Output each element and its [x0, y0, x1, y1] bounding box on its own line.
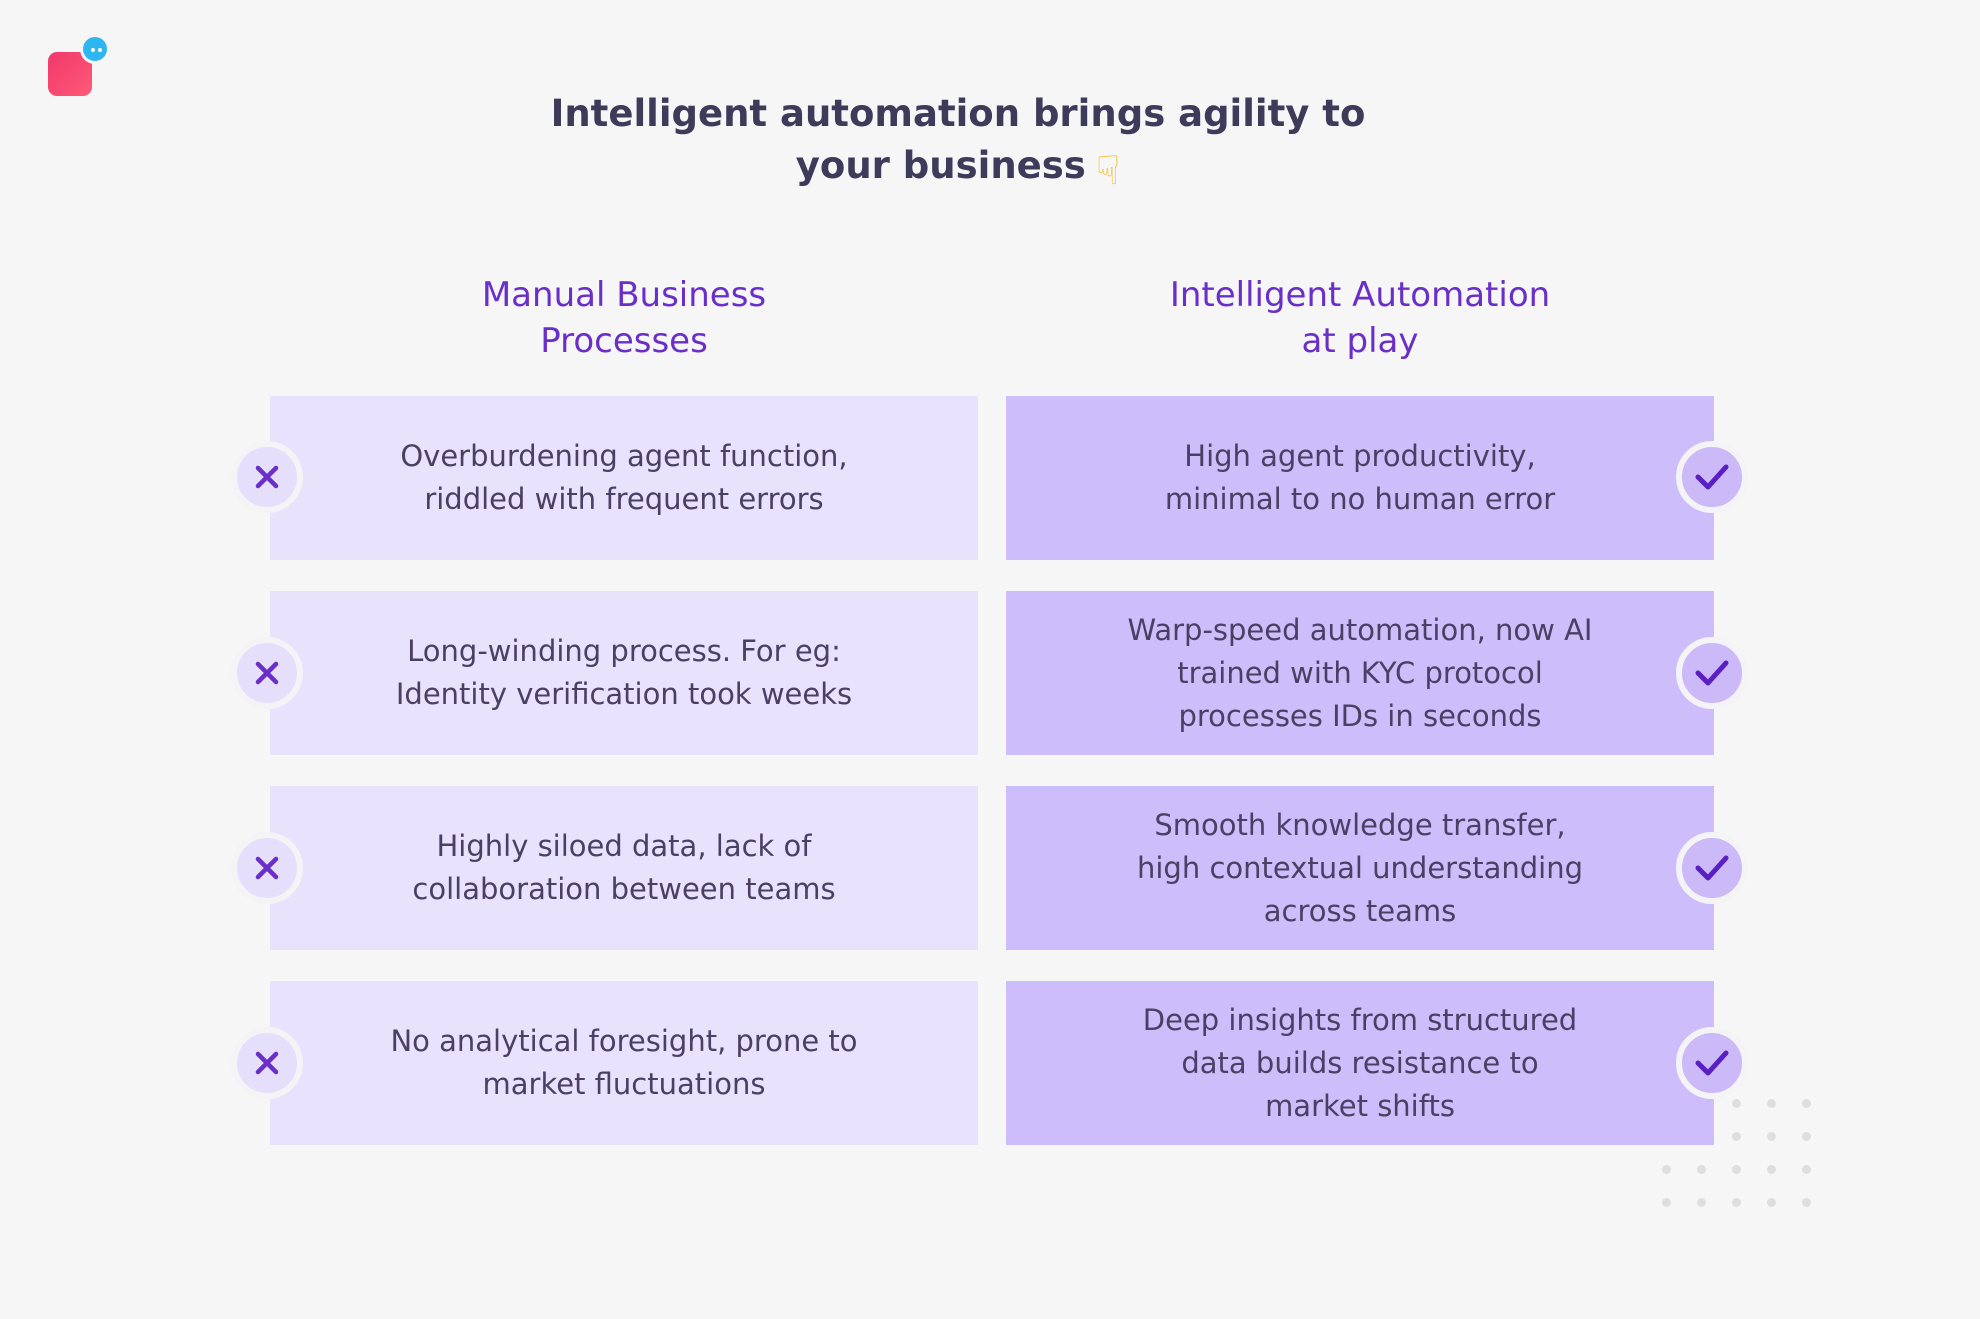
card-line: market fluctuations [482, 1067, 766, 1101]
automation-card-2: Warp-speed automation, now AI trained wi… [1006, 591, 1714, 755]
manual-column-heading: Manual Business Processes [270, 272, 978, 364]
page-title: Intelligent automation brings agility to… [430, 88, 1486, 197]
title-line-2: your business☟ [430, 140, 1486, 197]
card-line: riddled with frequent errors [424, 482, 824, 516]
card-line: collaboration between teams [412, 872, 836, 906]
x-icon [231, 441, 303, 513]
card-line: high contextual understanding [1137, 850, 1583, 885]
card-line: minimal to no human error [1164, 482, 1556, 516]
decorative-dot-grid [1660, 1099, 1820, 1211]
card-text: No analytical foresight, prone to market… [390, 1020, 857, 1106]
manual-heading-line-2: Processes [540, 321, 708, 361]
manual-card-4: No analytical foresight, prone to market… [270, 981, 978, 1145]
card-line: across teams [1263, 893, 1457, 928]
title-line-2-text: your business [795, 144, 1086, 187]
automation-card-1: High agent productivity, minimal to no h… [1006, 396, 1714, 560]
x-icon [231, 1027, 303, 1099]
manual-card-1: Overburdening agent function, riddled wi… [270, 396, 978, 560]
card-line: No analytical foresight, prone to [390, 1024, 858, 1058]
check-icon [1676, 441, 1748, 513]
check-icon [1676, 1027, 1748, 1099]
card-line: Highly siloed data, lack of [436, 829, 812, 863]
card-text: Warp-speed automation, now AI trained wi… [1128, 609, 1593, 738]
card-line: Warp-speed automation, now AI [1127, 612, 1593, 647]
card-text: Deep insights from structured data build… [1143, 999, 1577, 1128]
manual-card-2: Long-winding process. For eg: Identity v… [270, 591, 978, 755]
automation-card-3: Smooth knowledge transfer, high contextu… [1006, 786, 1714, 950]
card-line: market shifts [1265, 1088, 1455, 1123]
card-line: High agent productivity, [1184, 439, 1536, 473]
card-text: High agent productivity, minimal to no h… [1165, 435, 1555, 521]
automation-heading-line-1: Intelligent Automation [1169, 275, 1551, 315]
automation-heading-line-2: at play [1301, 321, 1419, 361]
card-text: Long-winding process. For eg: Identity v… [396, 630, 852, 716]
card-text: Overburdening agent function, riddled wi… [400, 435, 847, 521]
x-icon [231, 637, 303, 709]
card-line: Long-winding process. For eg: [407, 634, 841, 668]
card-line: Identity verification took weeks [395, 677, 853, 711]
check-icon [1676, 832, 1748, 904]
chat-bubble-icon [80, 34, 110, 64]
card-line: Overburdening agent function, [400, 439, 848, 473]
card-text: Highly siloed data, lack of collaboratio… [412, 825, 835, 911]
card-line: Smooth knowledge transfer, [1154, 807, 1566, 842]
automation-column-heading: Intelligent Automation at play [1006, 272, 1714, 364]
title-line-1: Intelligent automation brings agility to [550, 92, 1366, 135]
card-line: processes IDs in seconds [1178, 698, 1542, 733]
card-line: Deep insights from structured [1142, 1002, 1578, 1037]
card-line: data builds resistance to [1181, 1045, 1539, 1080]
pointing-down-hand-icon: ☟ [1095, 148, 1121, 194]
card-line: trained with KYC protocol [1177, 655, 1543, 690]
manual-heading-line-1: Manual Business [481, 275, 767, 315]
manual-card-3: Highly siloed data, lack of collaboratio… [270, 786, 978, 950]
check-icon [1676, 637, 1748, 709]
card-text: Smooth knowledge transfer, high contextu… [1137, 804, 1583, 933]
brand-logo [46, 34, 116, 104]
x-icon [231, 832, 303, 904]
automation-card-4: Deep insights from structured data build… [1006, 981, 1714, 1145]
